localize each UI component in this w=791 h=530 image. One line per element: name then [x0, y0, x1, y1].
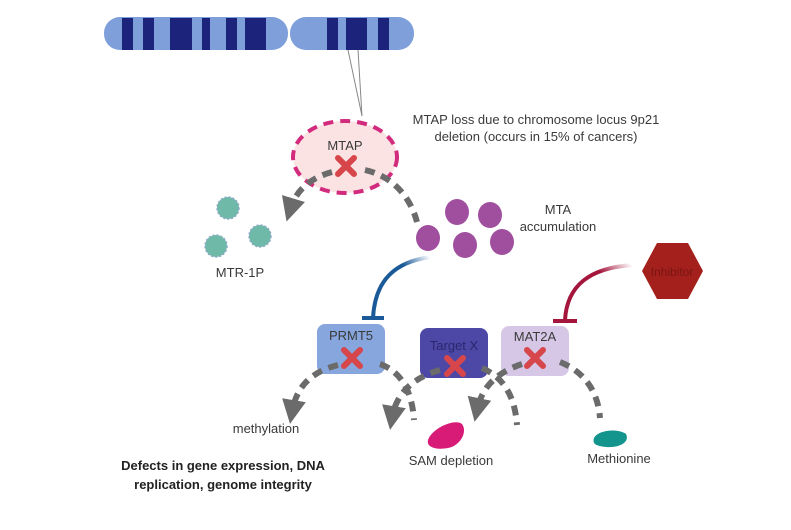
- cross-icon: [335, 155, 357, 177]
- deletion-label-line2: deletion (occurs in 15% of cancers): [434, 129, 637, 144]
- mta-molecules: [416, 199, 514, 258]
- chromosome: [104, 17, 414, 50]
- target-x-label: Target X: [430, 338, 479, 353]
- cross-icon: [524, 347, 546, 369]
- methylation-label: methylation: [233, 421, 299, 436]
- arrow-prmt5-to-methylation: [282, 362, 339, 424]
- prmt5-node[interactable]: PRMT5: [317, 324, 385, 374]
- arrow-mtap-to-mtr1p: [281, 169, 333, 222]
- inhibit-mta-prmt5: [371, 255, 431, 319]
- target-x-node[interactable]: Target X: [420, 328, 488, 378]
- deletion-label-line1: MTAP loss due to chromosome locus 9p21: [413, 112, 660, 127]
- arrow-into-targetx: [480, 365, 520, 426]
- methionine-molecule: [593, 430, 627, 448]
- inhibitor-label: Inhibitor: [651, 265, 694, 279]
- mtap-label: MTAP: [327, 138, 362, 153]
- mtap-node[interactable]: MTAP: [291, 119, 399, 195]
- mtr1p-label: MTR-1P: [216, 265, 264, 280]
- methionine-label: Methionine: [587, 451, 651, 466]
- mta-label-line1: MTA: [545, 202, 572, 217]
- mta-label-line2: accumulation: [520, 219, 597, 234]
- arrow-targetx-to-output: [382, 367, 441, 430]
- inhibitor-node[interactable]: Inhibitor: [642, 243, 703, 299]
- arrow-methionine-to-mat2a: [558, 359, 603, 419]
- cross-icon: [341, 347, 363, 369]
- prmt5-label: PRMT5: [329, 328, 373, 343]
- inhibit-inhibitor-mat2a: [563, 263, 633, 321]
- mtr1p-molecules: [204, 196, 272, 258]
- arrow-sam-to-prmt5: [378, 361, 417, 421]
- arrow-mat2a-to-sam: [467, 361, 523, 422]
- sam-molecule: [427, 422, 465, 449]
- cross-icon: [444, 355, 466, 377]
- arrow-mtap-to-mta: [364, 167, 420, 223]
- defects-label-line1: Defects in gene expression, DNA: [121, 458, 325, 473]
- mat2a-node[interactable]: MAT2A: [501, 326, 569, 376]
- mat2a-label: MAT2A: [514, 329, 557, 344]
- locus-pointer: [347, 49, 363, 117]
- defects-label-line2: replication, genome integrity: [134, 477, 312, 492]
- sam-depletion-label: SAM depletion: [409, 453, 494, 468]
